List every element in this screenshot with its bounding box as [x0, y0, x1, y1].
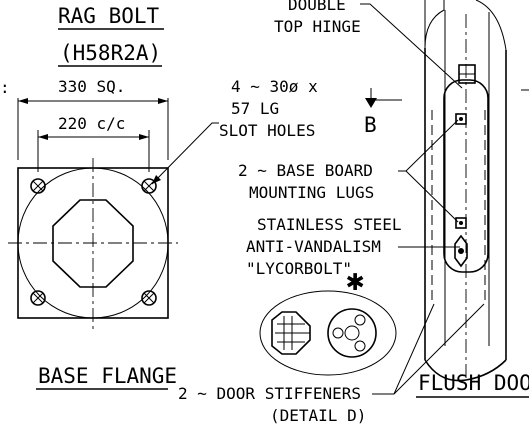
dim-220-arrow-left [38, 134, 48, 140]
flush-door-title: FLUSH DOO [418, 371, 529, 395]
dim-330-arrow-left [18, 98, 28, 104]
pole-door-drawing: FLUSH DOO [416, 0, 529, 398]
bolt-hole-tl [30, 178, 46, 194]
anti-vandal-line1: STAINLESS STEEL [257, 215, 402, 234]
stiffeners-line2: (DETAIL D) [270, 406, 366, 425]
slot-holes-line2: 57 LG [231, 99, 279, 118]
callout-labels: 4 ~ 30ø x 57 LG SLOT HOLES DOUBLE TOP HI… [151, 0, 485, 425]
door-panel [443, 79, 489, 273]
rag-bolt-code: (H58R2A) [60, 41, 161, 65]
base-flange-drawing: RAG BOLT (H58R2A) : 330 SQ. 220 c/c [0, 4, 178, 390]
slot-holes-line3: SLOT HOLES [219, 121, 315, 140]
mounting-lug-bottom [455, 217, 467, 229]
pole-bottom-curve [424, 359, 507, 382]
lycorbolt-detail [259, 290, 397, 376]
stiffeners-line1: 2 ~ DOOR STIFFENERS [178, 384, 361, 403]
pole-top-right-curve [475, 0, 507, 51]
mounting-lug-top [455, 113, 467, 125]
hinge-leader [360, 3, 463, 89]
dim-220-label: 220 c/c [58, 114, 125, 133]
lycorbolt-lock-center [458, 248, 464, 254]
lugs-line2: MOUNTING LUGS [249, 183, 374, 202]
asterisk-mark: ✱ [346, 263, 364, 298]
section-b-label: B [364, 113, 377, 137]
dim-330-label: 330 SQ. [58, 77, 125, 96]
left-edge-mark: : [0, 78, 10, 97]
bolt-hole-br [141, 290, 157, 306]
anti-vandal-line2: ANTI-VANDALISM [246, 237, 381, 256]
rag-bolt-title: RAG BOLT [58, 4, 160, 28]
dim-220-arrow-right [139, 134, 149, 140]
slot-holes-leader [151, 122, 219, 185]
bolt-hole-bl [30, 290, 46, 306]
slot-holes-leader-arrow [152, 175, 161, 184]
dim-330-arrow-right [158, 98, 168, 104]
hinge-line1: DOUBLE [288, 0, 346, 14]
bolt-hole-tr [141, 178, 157, 194]
pole-top-left-curve [424, 0, 445, 49]
base-flange-title: BASE FLANGE [38, 364, 177, 388]
mounting-lug-bottom-hole [459, 221, 463, 225]
octagon-opening [52, 199, 134, 288]
hinge-line2: TOP HINGE [274, 17, 361, 36]
slot-holes-line1: 4 ~ 30ø x [231, 77, 318, 96]
mounting-lug-top-hole [459, 117, 463, 121]
lugs-leader-bottom [405, 170, 459, 223]
lugs-leader-top [398, 119, 459, 172]
stiffeners-leader-right [393, 303, 485, 395]
anti-vandal-line3: "LYCORBOLT" [246, 259, 352, 278]
lycorbolt-lock [454, 234, 468, 268]
lugs-line1: 2 ~ BASE BOARD [238, 161, 373, 180]
